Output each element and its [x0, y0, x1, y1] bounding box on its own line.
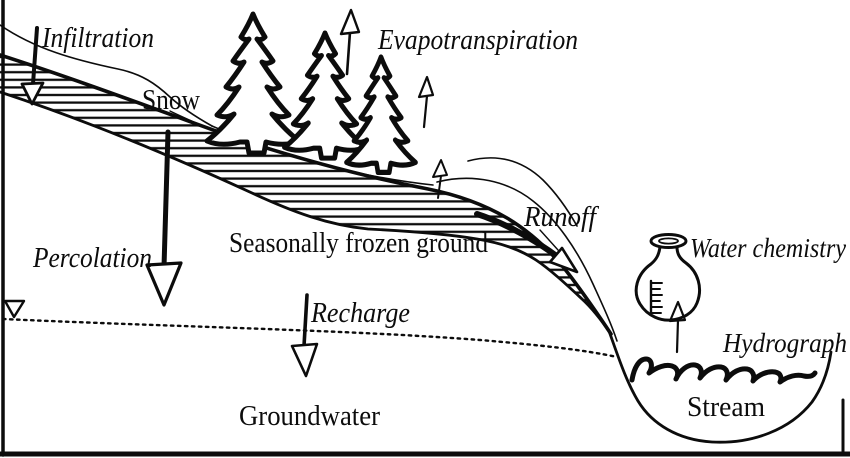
- label-evapotranspiration: Evapotranspiration: [377, 25, 578, 56]
- frozen-ground-bottom-boundary: [0, 90, 613, 336]
- stream-sample-up-arrow-icon: [668, 300, 687, 354]
- frozen-ground-band: [0, 53, 613, 336]
- stream-water-waves-icon: [629, 356, 818, 385]
- flask-icon: [634, 233, 701, 322]
- infiltration-down-arrow-icon: [20, 26, 45, 106]
- label-recharge: Recharge: [310, 298, 410, 329]
- runoff-downslope-arrow-icon: [474, 211, 579, 274]
- water-table-symbol-icon: [3, 299, 26, 319]
- flask-graduations: [649, 279, 663, 316]
- label-groundwater: Groundwater: [239, 400, 380, 432]
- evapotranspiration-up-arrow-medium-icon: [417, 75, 435, 129]
- pine-tree-icon: [207, 14, 299, 153]
- percolation-down-arrow-icon: [145, 129, 183, 307]
- water-table-dotted-line: [1, 317, 619, 359]
- label-runoff: Runoff: [523, 202, 599, 233]
- recharge-down-arrow-icon: [290, 293, 319, 378]
- snow-leader-line: [169, 110, 201, 126]
- pine-tree-icon: [347, 57, 416, 172]
- frozen-ground-hatch-fill: [0, 55, 611, 334]
- label-stream: Stream: [687, 391, 765, 423]
- label-hydrograph: Hydrograph: [722, 328, 847, 358]
- evapotranspiration-up-arrow-small-icon: [432, 159, 448, 199]
- terrain-surface-line-left: [0, 24, 213, 127]
- evapotranspiration-up-arrow-large-icon: [339, 8, 361, 76]
- flask-opening: [649, 233, 688, 249]
- terrain-surface-line-right: [436, 177, 618, 342]
- label-percolation: Percolation: [32, 243, 152, 274]
- label-seasonally-frozen-ground: Seasonally frozen ground: [229, 227, 488, 259]
- label-infiltration: Infiltration: [41, 23, 154, 54]
- flask-opening-inner: [658, 237, 679, 245]
- snowpack-edge-line: [467, 157, 578, 227]
- frozen-ground-top-boundary: [0, 53, 613, 336]
- runoff-leader-line: [539, 229, 559, 251]
- label-water-chemistry: Water chemistry: [690, 233, 846, 263]
- label-snow: Snow: [142, 84, 200, 116]
- flask-body: [634, 245, 701, 322]
- stream-channel-bank: [607, 329, 833, 444]
